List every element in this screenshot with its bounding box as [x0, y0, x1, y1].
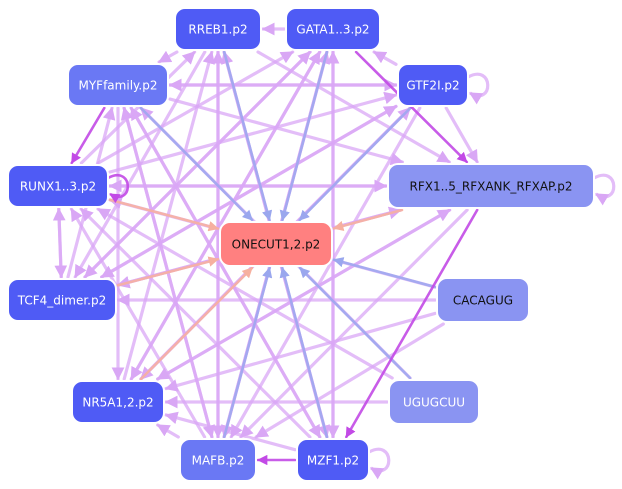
- edge-cacagug-to-onecut: [332, 257, 437, 289]
- node-tcf4[interactable]: TCF4_dimer.p2: [7, 278, 117, 322]
- self-loop-gtf2i: [467, 72, 490, 105]
- node-box-rreb1[interactable]: [174, 7, 262, 51]
- node-layer: ONECUT1,2.p2 RREB1.p2 GATA1..3.p2MYFfamily…: [7, 7, 595, 482]
- edge-rfx-to-nr5a: [156, 208, 452, 381]
- node-box-rfx[interactable]: [387, 163, 595, 209]
- node-box-gtf2i[interactable]: [397, 63, 469, 107]
- edge-gtf2i-to-onecut: [298, 106, 412, 222]
- node-label-tcf4: TCF4_dimer.p2: [17, 294, 106, 308]
- node-box-mzf1[interactable]: [296, 438, 370, 482]
- edge-runx-to-rreb1: [79, 50, 197, 165]
- node-box-cacagug[interactable]: [436, 277, 530, 323]
- edge-cacagug-to-mafb: [254, 322, 445, 439]
- node-label-gtf2i: GTF2I.p2: [406, 79, 459, 93]
- node-box-nr5a[interactable]: [71, 380, 165, 424]
- edge-rfx-to-mzf1: [344, 208, 479, 439]
- edge-rreb1-to-myf: [157, 50, 179, 64]
- edge-rfx-to-onecut: [332, 208, 404, 231]
- edge-gtf2i-to-rfx: [444, 106, 479, 164]
- node-myf[interactable]: MYFfamily.p2: [67, 63, 169, 107]
- node-rreb1[interactable]: RREB1.p2: [174, 7, 262, 51]
- node-label-mafb: MAFB.p2: [192, 454, 245, 468]
- edge-myf-to-onecut: [139, 106, 254, 222]
- node-gtf2i[interactable]: GTF2I.p2: [397, 63, 469, 107]
- edge-myf-to-mzf1: [129, 106, 322, 439]
- node-label-gata: GATA1..3.p2: [296, 23, 369, 37]
- self-loop-mzf1: [368, 447, 391, 480]
- edge-tcf4-to-runx: [52, 207, 66, 279]
- edge-runx-to-gtf2i: [108, 91, 398, 174]
- node-box-runx[interactable]: [7, 164, 109, 208]
- edge-tcf4-to-onecut: [116, 256, 220, 287]
- node-mafb[interactable]: MAFB.p2: [179, 438, 257, 482]
- node-nr5a[interactable]: NR5A1,2.p2: [71, 380, 165, 424]
- edge-runx-to-gata: [96, 50, 295, 165]
- node-rfx[interactable]: RFX1..5_RFXANK_RFXAP.p2: [387, 163, 595, 209]
- node-label-rreb1: RREB1.p2: [188, 23, 247, 37]
- edge-myf-to-rfx: [168, 97, 404, 166]
- node-label-rfx: RFX1..5_RFXANK_RFXAP.p2: [410, 180, 573, 194]
- edge-cacagug-to-nr5a: [164, 311, 437, 392]
- edge-runx-to-onecut: [108, 198, 220, 232]
- edge-nr5a-to-onecut: [139, 266, 254, 381]
- edge-rreb1-to-onecut: [222, 50, 273, 222]
- node-box-onecut[interactable]: [219, 221, 333, 267]
- node-cacagug[interactable]: CACAGUG: [436, 277, 530, 323]
- edge-gtf2i-to-tcf4: [100, 104, 398, 279]
- node-onecut[interactable]: ONECUT1,2.p2: [219, 221, 333, 267]
- edge-mafb-to-nr5a: [156, 423, 180, 439]
- node-label-ugugcuu: UGUGCUU: [403, 396, 465, 410]
- node-box-tcf4[interactable]: [7, 278, 117, 322]
- node-label-onecut: ONECUT1,2.p2: [232, 238, 321, 252]
- node-label-mzf1: MZF1.p2: [307, 454, 359, 468]
- edge-mafb-to-onecut: [222, 266, 273, 439]
- node-label-nr5a: NR5A1,2.p2: [82, 396, 153, 410]
- self-loop-runx: [107, 174, 129, 204]
- edge-ugugcuu-to-runx: [96, 207, 394, 380]
- node-label-cacagug: CACAGUG: [453, 294, 513, 308]
- node-box-ugugcuu[interactable]: [388, 379, 480, 425]
- edge-mzf1-to-onecut: [279, 266, 329, 439]
- edge-gata-to-onecut: [279, 50, 329, 222]
- node-box-gata[interactable]: [285, 7, 381, 51]
- node-mzf1[interactable]: MZF1.p2: [296, 438, 370, 482]
- edge-layer: [52, 22, 616, 480]
- edge-myf-to-runx: [70, 106, 106, 165]
- node-box-myf[interactable]: [67, 63, 169, 107]
- node-runx[interactable]: RUNX1..3.p2: [7, 164, 109, 208]
- edge-gata-to-nr5a: [129, 50, 322, 381]
- node-box-mafb[interactable]: [179, 438, 257, 482]
- edge-gtf2i-to-gata: [372, 50, 398, 66]
- node-label-myf: MYFfamily.p2: [79, 79, 158, 93]
- node-ugugcuu[interactable]: UGUGCUU: [388, 379, 480, 425]
- node-label-runx: RUNX1..3.p2: [20, 180, 96, 194]
- edge-gtf2i-to-mafb: [229, 106, 422, 439]
- self-loop-rfx: [593, 173, 616, 206]
- node-gata[interactable]: GATA1..3.p2: [285, 7, 381, 51]
